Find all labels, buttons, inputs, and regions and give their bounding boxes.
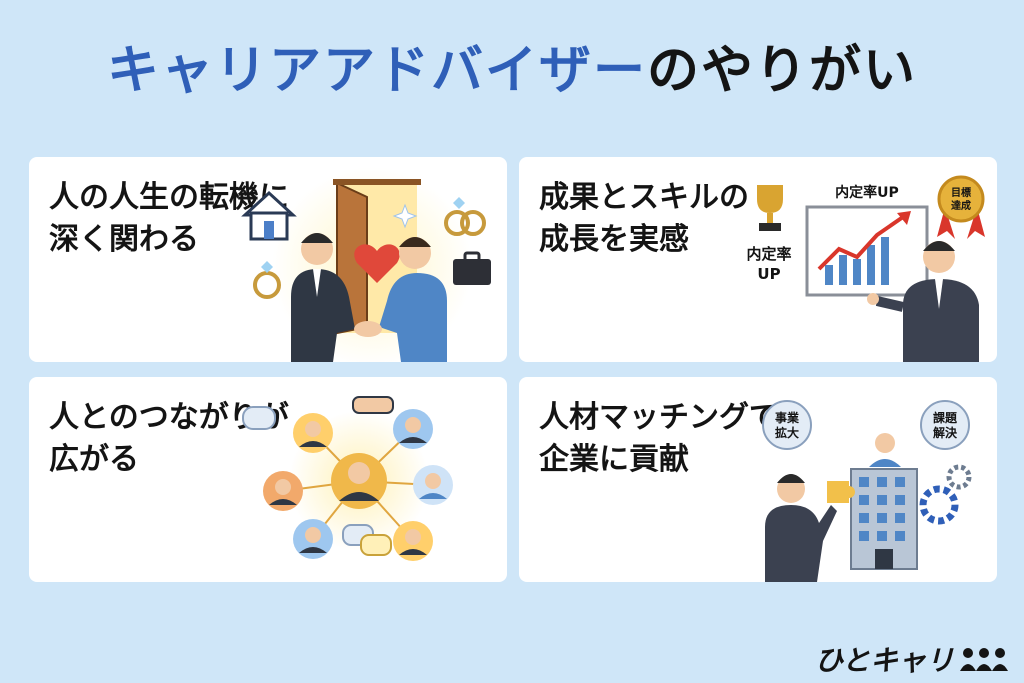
gear-icon [919, 464, 972, 525]
heart-icon [354, 244, 400, 283]
presenter-icon [867, 241, 979, 362]
card-title-line: 深く関わる [49, 222, 199, 257]
badge-label: 事業 [775, 410, 800, 425]
medal-label: 目標 [951, 186, 971, 199]
card-title: 人材マッチングで 企業に貢献 [539, 397, 779, 481]
chat-bubble-icon [342, 524, 392, 556]
logo-text: ひとキャリ [814, 644, 954, 677]
badge-label: 解決 [933, 425, 958, 440]
people-icon [960, 648, 1008, 671]
avatar-icon [413, 465, 453, 505]
card-title: 人の人生の転機に 深く関わる [49, 177, 289, 261]
medal-label: 達成 [951, 199, 971, 212]
badge-label: 拡大 [775, 425, 799, 440]
card-contribution: 人材マッチングで 企業に貢献 事業 拡大 課題 解決 [519, 377, 997, 582]
person-left-icon [765, 474, 837, 582]
avatar-icon [393, 409, 433, 449]
ring-icon [253, 261, 281, 299]
chart-board-icon [805, 205, 929, 297]
card-title-line: 企業に貢献 [539, 442, 689, 477]
person-left-icon [291, 233, 355, 362]
title-accent: キャリアアドバイザー [106, 41, 647, 101]
brand-logo: ひとキャリ [815, 641, 1010, 677]
avatar-icon [293, 519, 333, 559]
badge-right-icon: 課題 解決 [920, 400, 970, 450]
medal-icon: 目標 達成 [937, 175, 985, 239]
chat-bubble-icon [242, 406, 276, 430]
house-icon [241, 190, 297, 241]
card-growth: 成果とスキルの 成長を実感 内定率 UP [519, 157, 997, 362]
briefcase-icon [453, 251, 491, 285]
person-right-icon [379, 237, 447, 362]
sparkle-icon [392, 203, 418, 229]
person-on-building-icon [869, 433, 901, 467]
building-icon [850, 468, 918, 570]
avatar-icon [263, 471, 303, 511]
card-title-line: 広がる [49, 442, 139, 477]
handshake-door-illustration [237, 157, 507, 362]
card-title: 成果とスキルの 成長を実感 [539, 177, 779, 261]
avatar-icon [293, 413, 333, 453]
trophy-icon [757, 185, 783, 231]
title-rest: のやりがい [647, 41, 918, 101]
center-person-icon [331, 453, 387, 509]
card-title-line: 人の人生の転機に [49, 180, 289, 215]
avatar-icon [393, 521, 433, 561]
handshake-icon [354, 321, 382, 337]
card-connections: 人とのつながりが 広がる [29, 377, 507, 582]
presentation-illustration: 内定率 UP 内定率UP 目標 達成 [727, 157, 997, 362]
side-label: UP [757, 265, 780, 283]
handshake-icon [352, 396, 394, 414]
network-illustration [237, 377, 507, 582]
card-life-turning-point: 人の人生の転機に 深く関わる [29, 157, 507, 362]
card-title-line: 成長を実感 [539, 222, 689, 257]
card-title-line: 人材マッチングで [539, 400, 779, 435]
badge-left-icon: 事業 拡大 [762, 400, 812, 450]
matching-illustration: 事業 拡大 課題 解決 [727, 377, 997, 582]
card-title-line: 成果とスキルの [539, 180, 749, 215]
puzzle-piece-icon [827, 481, 855, 503]
badge-label: 課題 [933, 410, 958, 425]
page-title: キャリアアドバイザーのやりがい [0, 28, 1024, 103]
ring-icon [444, 197, 486, 236]
side-label: 内定率 [746, 245, 791, 263]
board-label: 内定率UP [835, 184, 899, 201]
